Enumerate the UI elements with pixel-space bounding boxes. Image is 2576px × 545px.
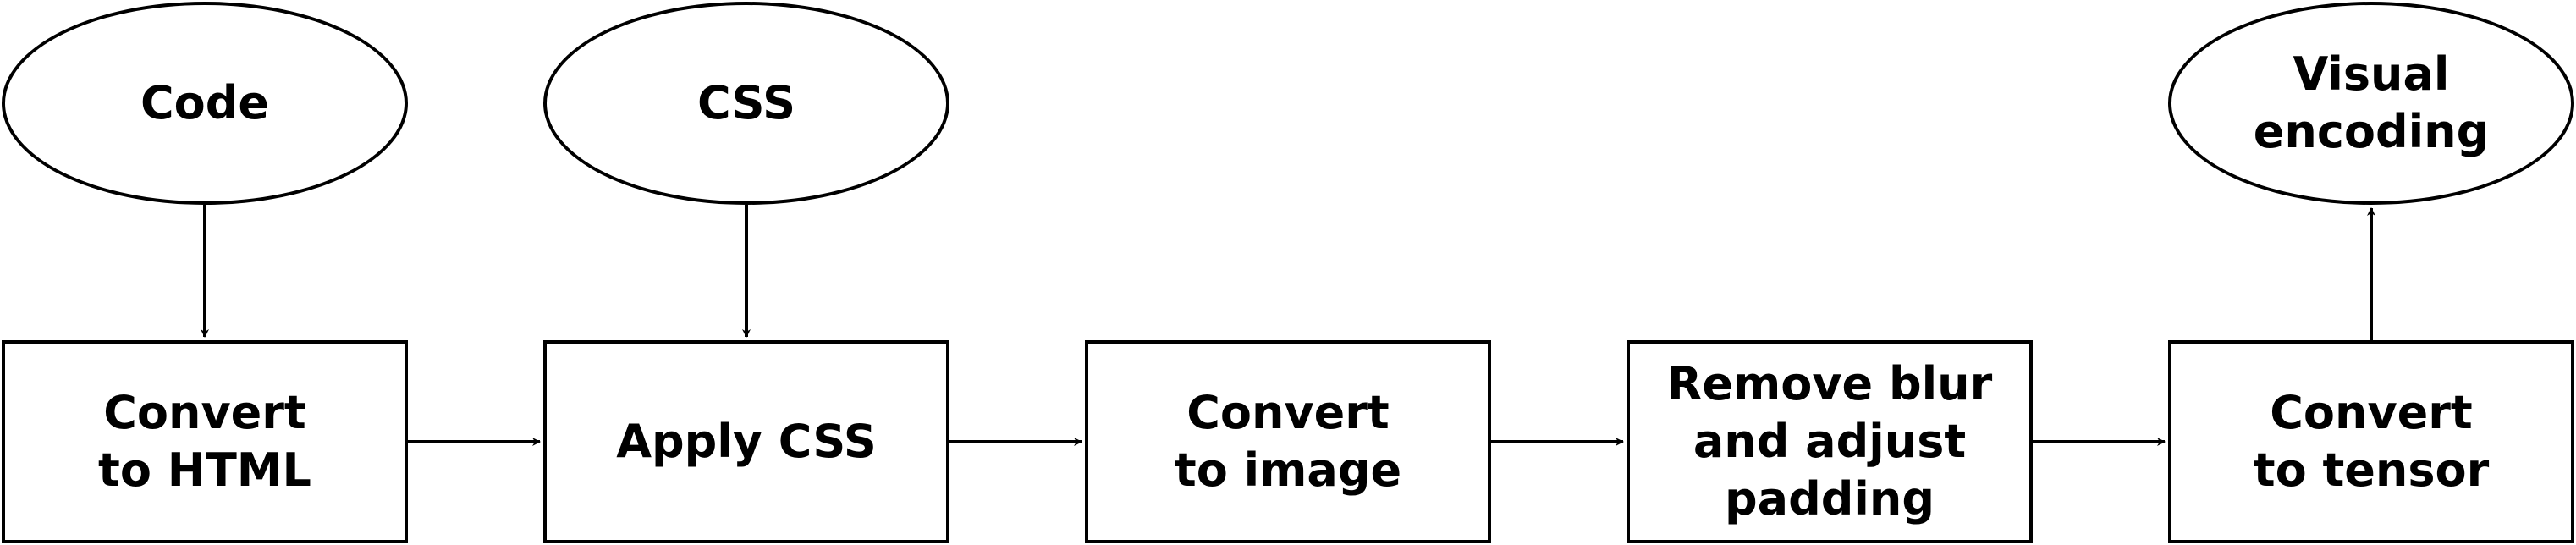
css-terminal: CSS xyxy=(543,2,949,205)
convert-to-html-step: Convert to HTML xyxy=(2,340,408,543)
convert-to-tensor-step: Convert to tensor xyxy=(2168,340,2574,543)
apply-css-label: Apply CSS xyxy=(616,415,877,468)
convert-to-tensor-label: Convert to tensor xyxy=(2253,386,2490,497)
remove-blur-step: Remove blur and adjust padding xyxy=(1627,340,2033,543)
css-label: CSS xyxy=(697,76,795,129)
visual-encoding-label: Visual encoding xyxy=(2253,47,2490,158)
convert-to-image-step: Convert to image xyxy=(1085,340,1491,543)
convert-to-html-label: Convert to HTML xyxy=(98,386,311,497)
apply-css-step: Apply CSS xyxy=(543,340,949,543)
remove-blur-label: Remove blur and adjust padding xyxy=(1666,357,1993,526)
visual-encoding-terminal: Visual encoding xyxy=(2168,2,2574,205)
code-label: Code xyxy=(140,76,269,129)
convert-to-image-label: Convert to image xyxy=(1174,386,1402,497)
code-terminal: Code xyxy=(2,2,408,205)
